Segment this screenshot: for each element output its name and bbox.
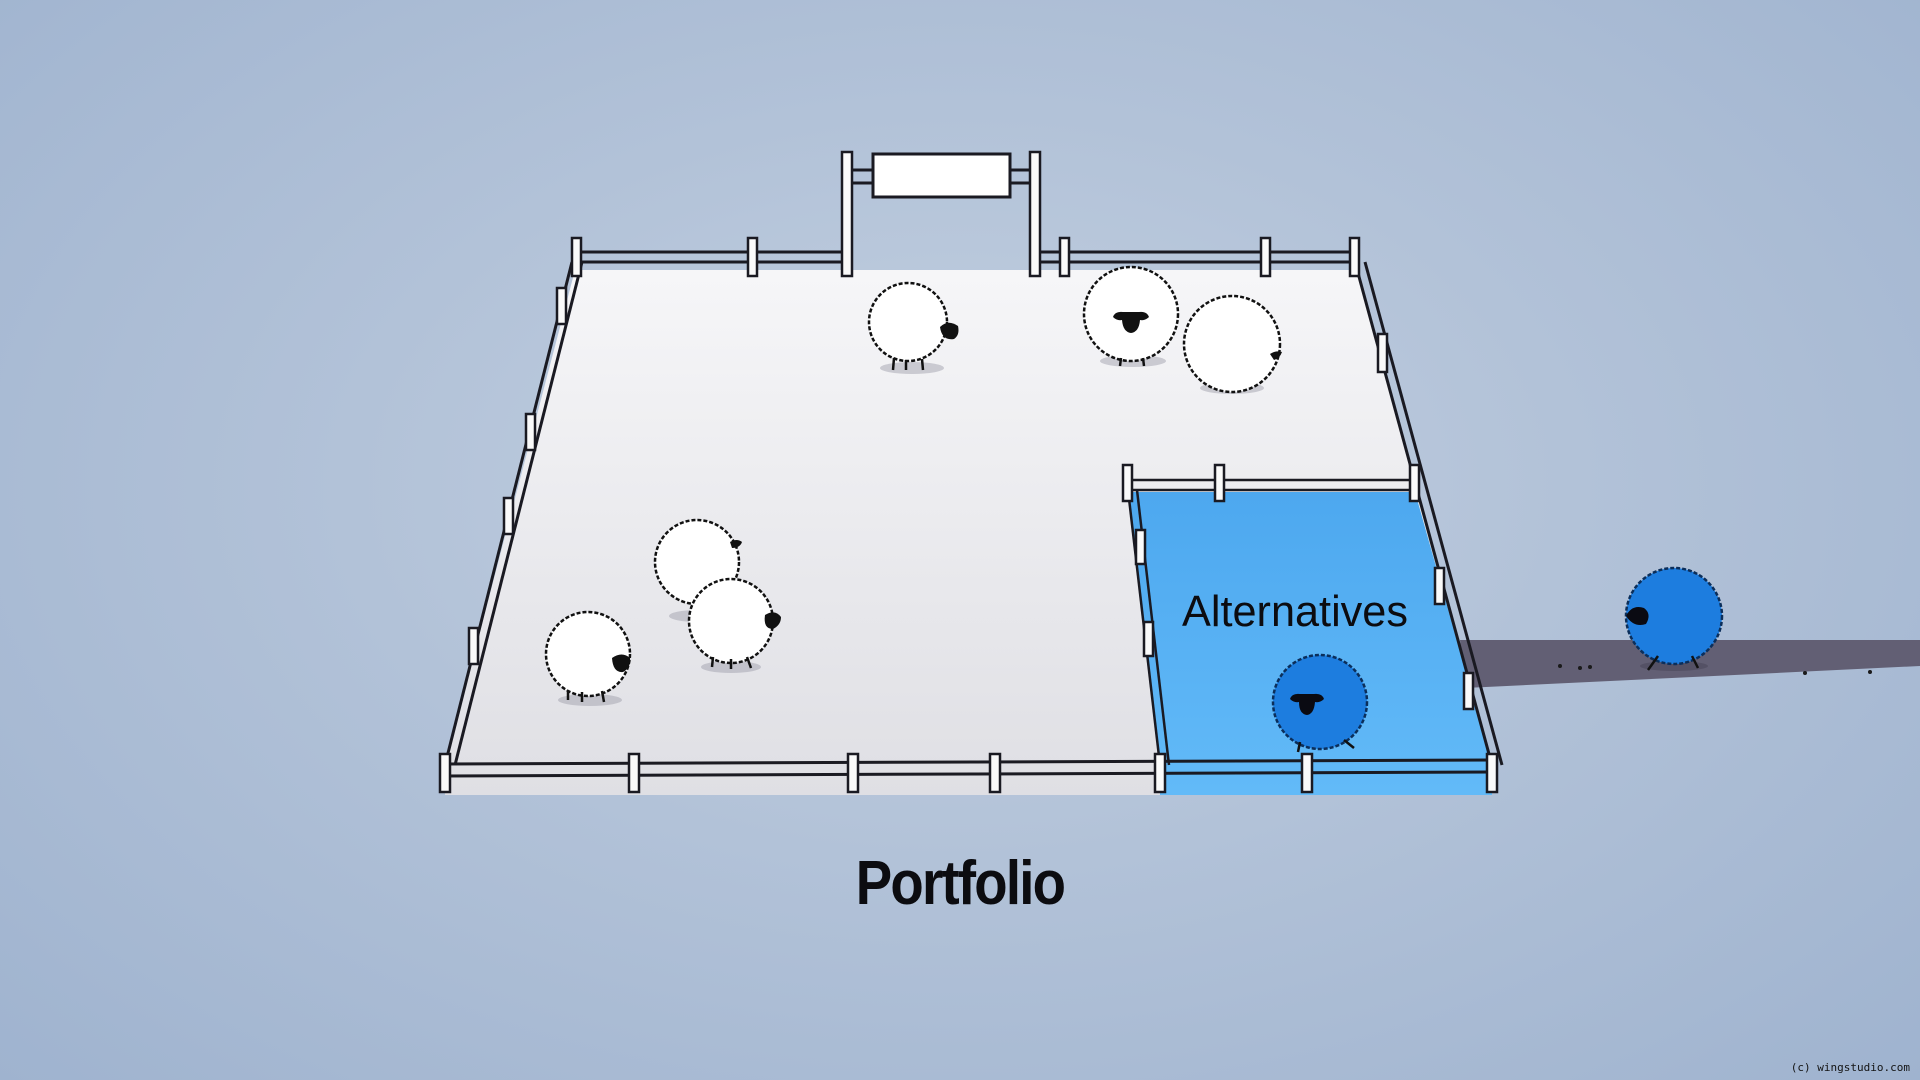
right-fence-posts — [1376, 332, 1475, 711]
gate-post-right — [1028, 150, 1042, 278]
back-fence-posts — [570, 236, 1361, 278]
front-fence — [444, 758, 1493, 778]
blue-sheep — [1271, 653, 1369, 753]
white-sheep — [687, 577, 781, 673]
white-sheep — [867, 281, 959, 374]
white-sheep — [1082, 265, 1180, 367]
gate-sign — [871, 152, 1012, 199]
alternatives-label: Alternatives — [1182, 587, 1408, 636]
path-to-pen — [1460, 640, 1920, 688]
gate-post-left — [840, 150, 854, 278]
left-fence-posts — [467, 286, 568, 666]
watermark: (c) wingstudio.com — [1790, 1061, 1910, 1074]
white-sheep — [1182, 294, 1282, 394]
alternatives-fence-posts — [1121, 463, 1421, 658]
white-sheep — [544, 610, 632, 706]
portfolio-title: Portfolio — [855, 849, 1066, 918]
front-fence-posts — [438, 752, 1499, 794]
back-fence — [575, 250, 1355, 264]
path-pebbles — [1558, 664, 1872, 675]
alternatives-area — [1128, 492, 1492, 795]
gate — [840, 150, 1042, 278]
blue-sheep-walking — [1624, 566, 1724, 671]
